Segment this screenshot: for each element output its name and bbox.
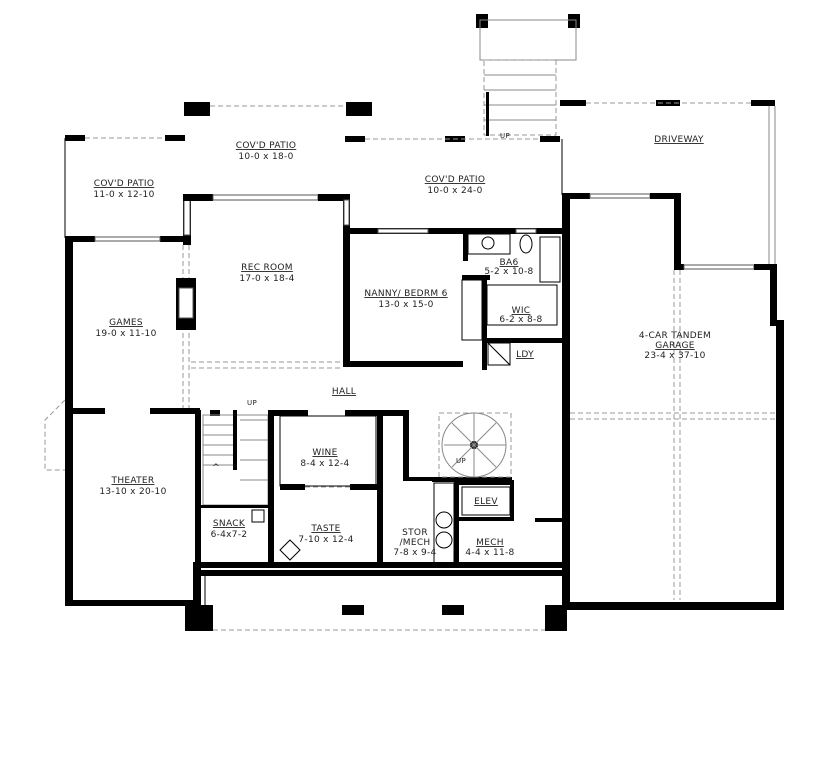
room-name: GARAGE bbox=[655, 341, 694, 351]
room-size: 11-0 x 12-10 bbox=[93, 190, 154, 200]
patio-outline bbox=[64, 100, 776, 265]
room-size: 19-0 x 11-10 bbox=[95, 329, 156, 339]
room-name: BA6 bbox=[500, 258, 519, 268]
room-name: LDY bbox=[516, 350, 534, 360]
room-size: 7-10 x 12-4 bbox=[298, 535, 353, 545]
room-name: HALL bbox=[332, 387, 356, 397]
room-size: 6-4x7-2 bbox=[211, 530, 248, 540]
main-stair: UP ^ bbox=[202, 399, 274, 565]
room-size: 6-2 x 8-8 bbox=[499, 315, 542, 325]
room-name: WIC bbox=[512, 306, 531, 316]
room-name: GAMES bbox=[109, 318, 143, 328]
exterior-stair: UP bbox=[476, 14, 580, 140]
stair-up-label: UP bbox=[247, 399, 257, 407]
room-name: COV'D PATIO bbox=[425, 175, 485, 185]
room-name: ELEV bbox=[474, 497, 498, 507]
room-name: SNACK bbox=[213, 519, 246, 529]
room-size: 5-2 x 10-8 bbox=[484, 267, 533, 277]
room-name: /MECH bbox=[399, 538, 430, 548]
spiral-stair: UP bbox=[438, 412, 512, 478]
room-size: 7-8 x 9-4 bbox=[393, 548, 436, 558]
room-name: 4-CAR TANDEM bbox=[639, 331, 711, 341]
room-name: REC ROOM bbox=[241, 263, 293, 273]
room-name: COV'D PATIO bbox=[236, 141, 296, 151]
room-name: COV'D PATIO bbox=[94, 179, 154, 189]
up-arrow-icon: ^ bbox=[212, 463, 220, 473]
walls: UP ^ bbox=[44, 193, 784, 631]
stair-up-label: UP bbox=[500, 132, 510, 140]
room-size: 10-0 x 18-0 bbox=[238, 152, 293, 162]
room-size: 10-0 x 24-0 bbox=[427, 186, 482, 196]
room-name: WINE bbox=[312, 448, 337, 458]
room-size: 17-0 x 18-4 bbox=[239, 274, 294, 284]
room-size: 8-4 x 12-4 bbox=[300, 459, 349, 469]
room-size: 4-4 x 11-8 bbox=[465, 548, 514, 558]
room-size: 23-4 x 37-10 bbox=[644, 351, 705, 361]
room-name: NANNY/ BEDRM 6 bbox=[364, 289, 447, 299]
room-name: DRIVEWAY bbox=[654, 135, 704, 145]
room-size: 13-0 x 15-0 bbox=[378, 300, 433, 310]
room-labels: COV'D PATIO 10-0 x 18-0 COV'D PATIO 11-0… bbox=[93, 135, 711, 558]
room-name: THEATER bbox=[111, 476, 155, 486]
stair-up-label: UP bbox=[456, 457, 466, 465]
room-name: STOR bbox=[402, 528, 428, 538]
room-name: TASTE bbox=[310, 524, 340, 534]
room-size: 13-10 x 20-10 bbox=[99, 487, 166, 497]
room-name: MECH bbox=[476, 538, 504, 548]
